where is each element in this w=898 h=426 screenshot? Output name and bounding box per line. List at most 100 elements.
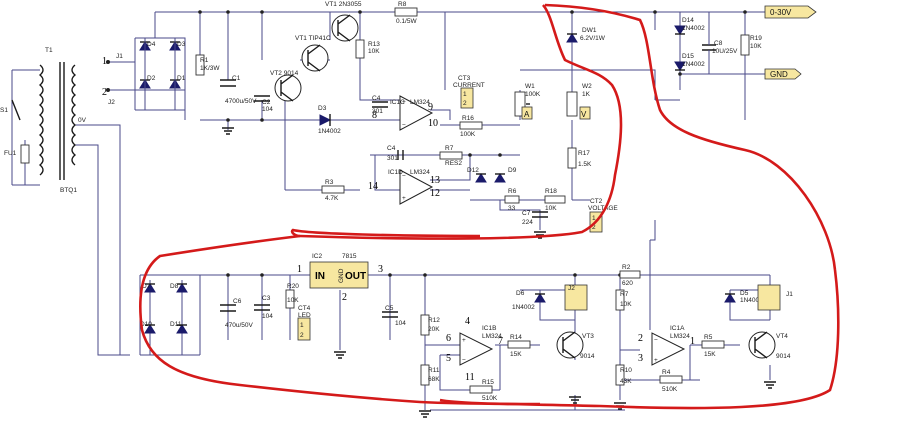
- ic1c-pin8: 8: [372, 110, 377, 121]
- d15-label: D15: [682, 53, 694, 60]
- output-voltage-label: 0-30V: [770, 8, 792, 17]
- transformer-t1: T1 BTQ1 0V: [38, 47, 87, 194]
- capacitor-c7: C7 224: [522, 210, 548, 226]
- capacitor-c4b: C4 301: [387, 145, 404, 162]
- ic1a-type: LM324: [670, 333, 690, 340]
- r18-label: R18: [545, 188, 557, 195]
- pin-2: 2: [102, 87, 107, 98]
- c6-label: C6: [233, 298, 242, 305]
- ic1a-pin1: 1: [690, 336, 695, 347]
- r15-label: R15: [482, 379, 494, 386]
- d5-label: D5: [740, 290, 749, 297]
- resistor-r20: R20 10K: [285, 283, 299, 309]
- d4-label: D4: [147, 41, 156, 48]
- r3-label: R3: [325, 179, 334, 186]
- resistor-r7-bottom: R7 10K: [615, 289, 632, 311]
- r10-label: R10: [620, 367, 632, 374]
- w1-arrow-a: A: [524, 110, 530, 119]
- ic1c-type: LM324: [410, 99, 430, 106]
- transistor-vt1-tip41c: VT1 TIP41C: [295, 35, 331, 72]
- ct4-pin2: 2: [300, 332, 304, 339]
- ic1d-pin13: 13: [430, 175, 440, 186]
- resistor-r11: R11 68K: [420, 364, 440, 386]
- fuse-fu1: FU1: [4, 144, 30, 164]
- r17-label: R17: [578, 150, 590, 157]
- r7-top-label: R7: [445, 145, 454, 152]
- ic1a-label: IC1A: [670, 325, 685, 332]
- ic1b-type: LM324: [482, 333, 502, 340]
- ic1b-pin5: 5: [446, 353, 451, 364]
- d14-label: D14: [682, 17, 694, 24]
- resistor-r19: R19 10K: [740, 34, 762, 56]
- r3-value: 4.7K: [325, 195, 339, 202]
- r2-label: R2: [622, 264, 631, 271]
- connector-ct3-current: 1 2 CT3 CURRENT: [453, 75, 485, 109]
- reg-pin2: 2: [342, 292, 347, 303]
- resistor-r10: R10 43K: [615, 364, 632, 386]
- ic1b-pin6: 6: [446, 333, 451, 344]
- resistor-r15: R15 510K: [469, 379, 498, 402]
- transistor-vt2-9014: VT2 9014: [270, 70, 302, 102]
- resistor-r4: R4 510K: [659, 369, 683, 393]
- ct3-pin2: 2: [463, 100, 467, 107]
- vt1-label: VT1 2N3055: [325, 1, 362, 8]
- fuse-label: FU1: [4, 150, 17, 157]
- c2-value: 104: [262, 106, 273, 113]
- r2-value: 620: [622, 280, 633, 287]
- j1-label: J1: [116, 53, 123, 60]
- c3-value: 104: [262, 313, 273, 320]
- r11-label: R11: [428, 367, 440, 374]
- gnd-terminal: GND: [764, 68, 802, 80]
- capacitor-c6: C6 470u/50V: [220, 298, 253, 329]
- c2-label: C2: [262, 99, 271, 106]
- ct3-desc: CURRENT: [453, 82, 485, 89]
- reg-in: IN: [315, 271, 325, 282]
- ic1c-pin10: 10: [428, 118, 438, 129]
- ic2-type: 7815: [342, 253, 357, 260]
- d1-label: D1: [177, 75, 186, 82]
- r6-value: 33: [508, 205, 516, 212]
- relay-j1: J1: [757, 284, 793, 311]
- ct4-pin1: 1: [300, 322, 304, 329]
- potentiometer-w2: W2 1K V: [566, 42, 592, 120]
- r13-label: R13: [368, 41, 380, 48]
- d6-label: D6: [516, 290, 525, 297]
- c7-label: C7: [522, 210, 531, 217]
- capacitor-c1: C1 4700u/50V: [220, 75, 257, 105]
- ic1d-pin14: 14: [368, 181, 378, 192]
- r18-value: 10K: [545, 205, 557, 212]
- r8-label: R8: [398, 1, 407, 8]
- r14-label: R14: [510, 334, 522, 341]
- j2-relay-label: J2: [568, 285, 575, 292]
- resistor-r2: R2 620: [619, 264, 641, 287]
- ct2-pin1: 1: [592, 215, 596, 222]
- c4b-value: 301: [387, 155, 398, 162]
- ic1b-pin4: 4: [465, 316, 470, 327]
- vt2-label: VT2 9014: [270, 70, 299, 77]
- ic1c-minus: −: [402, 122, 406, 129]
- ground-symbol: [764, 381, 776, 389]
- r13-value: 10K: [368, 48, 380, 55]
- d14-type: 1N4002: [682, 25, 705, 32]
- w1-label: W1: [525, 83, 535, 90]
- ic1d-pin12: 12: [430, 188, 440, 199]
- ic1a-pin3: 3: [638, 353, 643, 364]
- resistor-r13: R13 10K: [355, 39, 380, 59]
- zero-volt-label: 0V: [78, 117, 87, 124]
- d2-label: D2: [147, 75, 156, 82]
- w1-value: 100K: [525, 91, 541, 98]
- resistor-r14: R14 15K: [507, 334, 531, 358]
- c5-label: C5: [385, 305, 394, 312]
- r1-label: R1: [200, 57, 209, 64]
- resistor-r12: R12 20K: [420, 314, 440, 336]
- resistor-r3: R3 4.7K: [321, 179, 345, 202]
- reg-pin3: 3: [378, 264, 383, 275]
- r12-value: 20K: [428, 326, 440, 333]
- ic1a-pin2: 2: [638, 333, 643, 344]
- r7-bottom-value: 10K: [620, 301, 632, 308]
- ic2-label: IC2: [312, 253, 323, 260]
- ground-symbol: [334, 351, 346, 359]
- opamp-ic1a: − + IC1A LM324 2 3 1: [638, 325, 695, 366]
- r7-bottom-label: R7: [620, 291, 629, 298]
